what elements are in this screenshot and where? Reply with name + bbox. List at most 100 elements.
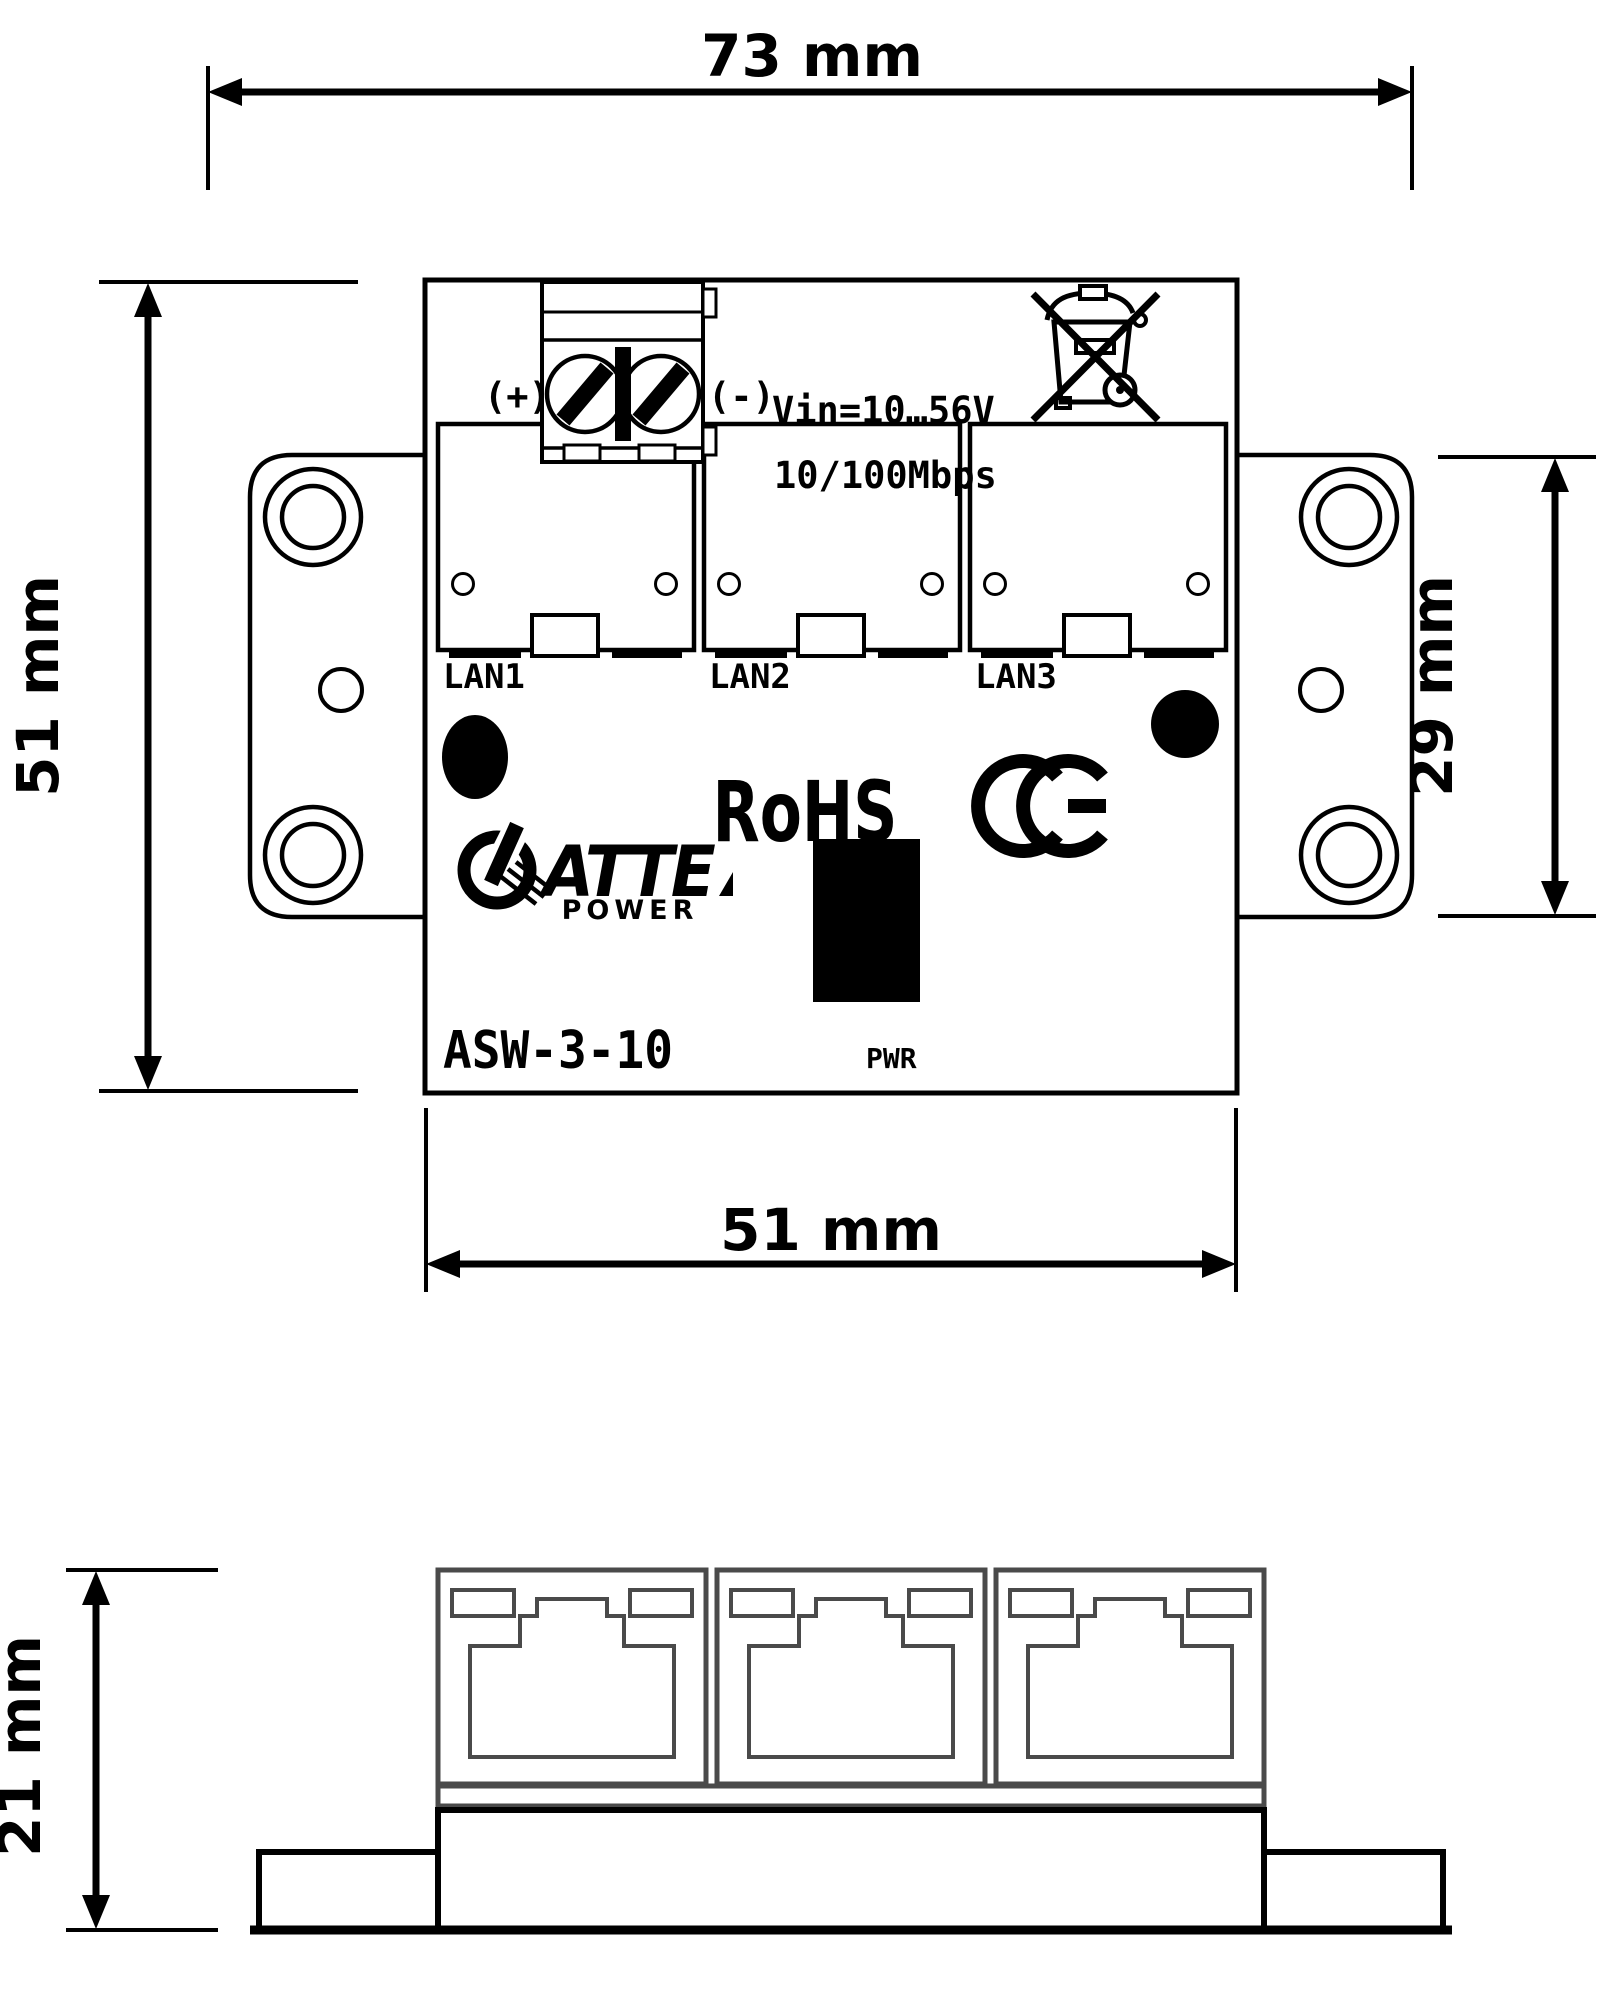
- dim-body-width-label: 51 mm: [720, 1196, 942, 1264]
- jack-pin-hole-icon: [451, 572, 475, 596]
- arrowhead-right-icon: [1378, 78, 1412, 106]
- module-window: [1008, 1588, 1074, 1618]
- jack-tab: [1144, 648, 1214, 658]
- jack-pin-hole-icon: [1186, 572, 1210, 596]
- module-window: [729, 1588, 795, 1618]
- dim-overall-width-label: 73 mm: [701, 22, 923, 90]
- front-body: [435, 1807, 1267, 1933]
- dim-body-width: 51 mm: [424, 1108, 1238, 1292]
- led-right: [1151, 690, 1219, 758]
- dim-body-height: 51 mm: [4, 280, 358, 1093]
- top-view: LAN1 LAN2 LAN3 (+) (-) Vin=10…5: [247, 277, 1415, 1096]
- jack-notch: [1062, 613, 1132, 658]
- terminal-notch: [562, 443, 602, 463]
- jack-outline: [967, 421, 1229, 653]
- ce-letter-e-arc: [1016, 754, 1108, 858]
- front-view: [250, 1567, 1452, 1935]
- dim-bracket-span: 29 mm: [1398, 455, 1596, 918]
- cross-out: [1030, 291, 1161, 423]
- power-ring: [457, 830, 537, 910]
- speed-label: 10/100Mbps: [774, 454, 997, 497]
- ce-letter-c: [971, 754, 1063, 858]
- brand-sub: POWER: [562, 895, 699, 926]
- jack-tab: [612, 648, 682, 658]
- power-hatch: [498, 860, 554, 906]
- terminal-block: [540, 280, 718, 464]
- terminal-divider: [615, 347, 631, 441]
- bin-foot: [1054, 396, 1072, 410]
- mounting-bracket-left: [247, 452, 428, 920]
- screw-slot: [556, 362, 614, 426]
- bin-knob: [1078, 284, 1108, 301]
- arrowhead-up-icon: [1541, 458, 1569, 492]
- dim-profile-height-label: 21 mm: [0, 1635, 54, 1857]
- lan3-label: LAN3: [975, 657, 1057, 697]
- power-button-icon: [457, 815, 554, 910]
- arrowhead-left-icon: [208, 78, 242, 106]
- arrowhead-up-icon: [82, 1571, 110, 1605]
- rj45-socket-profile: [1026, 1597, 1234, 1759]
- lan2-label: LAN2: [709, 657, 791, 697]
- rj45-socket-profile: [747, 1597, 955, 1759]
- jack-pin-hole-icon: [717, 572, 741, 596]
- rj45-front-module-1: [435, 1567, 709, 1787]
- weee-icon: [1030, 284, 1161, 423]
- mount-hole-icon: [279, 483, 347, 551]
- pwr-window: [813, 839, 920, 1002]
- jack-tab: [981, 648, 1053, 658]
- small-hole-icon: [318, 667, 364, 713]
- small-hole-icon: [1298, 667, 1344, 713]
- pcb-strip: [435, 1783, 1267, 1809]
- front-bracket-left: [256, 1849, 441, 1933]
- brand-name: ATTE: [538, 831, 715, 913]
- terminal-tab: [701, 287, 718, 319]
- jack-pin-hole-icon: [920, 572, 944, 596]
- screw-right-icon: [620, 353, 702, 435]
- module-window: [628, 1588, 694, 1618]
- rj45-front-module-3: [993, 1567, 1267, 1787]
- screw-left-icon: [544, 353, 626, 435]
- module-window: [1186, 1588, 1252, 1618]
- power-bar: [484, 821, 524, 887]
- mount-hole-icon: [1315, 483, 1383, 551]
- module-window: [450, 1588, 516, 1618]
- terminal-tab: [701, 425, 718, 457]
- dim-body-height-label: 51 mm: [4, 575, 72, 797]
- jack-tab: [449, 648, 521, 658]
- mounting-bracket-right: [1234, 452, 1415, 920]
- arrowhead-down-icon: [1541, 881, 1569, 915]
- rj45-socket-profile: [468, 1597, 676, 1759]
- dim-overall-width: 73 mm: [206, 22, 1414, 190]
- jack-notch: [530, 613, 600, 658]
- dim-profile-height: 21 mm: [0, 1568, 218, 1932]
- atte-logo: ATTE POWER: [457, 815, 733, 926]
- ce-mark-icon: [971, 754, 1108, 858]
- pwr-label: PWR: [866, 1042, 917, 1075]
- front-bracket-right: [1261, 1849, 1446, 1933]
- terminal-notch: [637, 443, 677, 463]
- led-left: [442, 715, 508, 799]
- jack-tab: [878, 648, 948, 658]
- arrowhead-down-icon: [82, 1895, 110, 1929]
- screw-slot: [632, 362, 690, 426]
- jack-pin-hole-icon: [983, 572, 1007, 596]
- lan3-port: [967, 421, 1229, 658]
- jack-notch: [796, 613, 866, 658]
- lan1-label: LAN1: [443, 657, 525, 697]
- plus-label: (+): [484, 375, 551, 418]
- jack-tab: [715, 648, 787, 658]
- brand-wedge: [719, 872, 733, 896]
- minus-label: (-): [708, 375, 775, 418]
- mount-hole-icon: [279, 821, 347, 889]
- arrowhead-left-icon: [426, 1250, 460, 1278]
- rj45-front-module-2: [714, 1567, 988, 1787]
- arrowhead-right-icon: [1202, 1250, 1236, 1278]
- arrowhead-down-icon: [134, 1056, 162, 1090]
- jack-pin-hole-icon: [654, 572, 678, 596]
- module-window: [907, 1588, 973, 1618]
- lan2-port: [701, 421, 963, 658]
- mount-hole-icon: [1315, 821, 1383, 889]
- arrowhead-up-icon: [134, 283, 162, 317]
